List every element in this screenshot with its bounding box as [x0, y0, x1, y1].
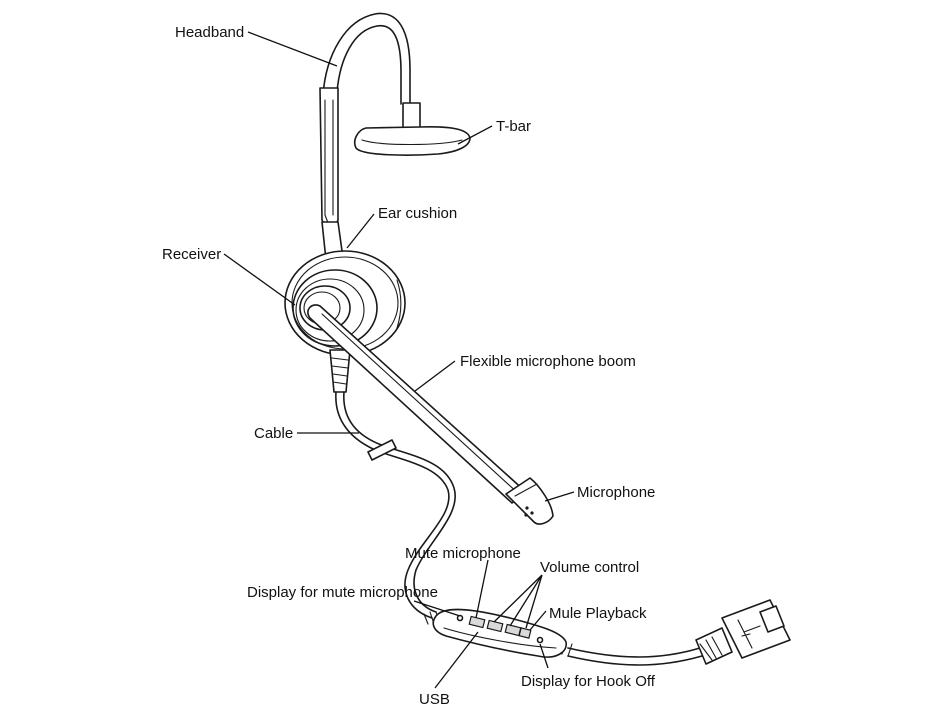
leader-mute-microphone: [475, 559, 489, 619]
label-display-hook-off: Display for Hook Off: [521, 673, 656, 690]
label-volume-control: Volume control: [540, 559, 639, 576]
leader-usb: [434, 631, 479, 689]
label-cable: Cable: [254, 425, 293, 442]
leader-mule-playback: [529, 610, 547, 631]
label-microphone: Microphone: [577, 484, 655, 501]
t-bar-illustration: [353, 102, 471, 156]
label-headband: Headband: [175, 24, 244, 41]
boom-illustration: [307, 304, 554, 525]
headband-illustration: [319, 12, 411, 261]
leader-microphone: [544, 491, 575, 502]
label-receiver: Receiver: [162, 246, 221, 263]
label-ear-cushion: Ear cushion: [378, 205, 457, 222]
cable-illustration: [335, 391, 703, 666]
leader-receiver: [223, 253, 296, 306]
leader-t-bar: [457, 125, 493, 145]
usb-plug-illustration: [695, 599, 791, 665]
leader-ear-cushion: [346, 213, 375, 249]
label-mute-microphone: Mute microphone: [405, 545, 521, 562]
label-boom: Flexible microphone boom: [460, 353, 636, 370]
label-usb: USB: [419, 691, 450, 708]
leader-volume-control: [493, 574, 543, 629]
leader-display-mute: [413, 600, 461, 617]
leader-display-hook-off: [539, 643, 549, 669]
leader-headband: [247, 31, 338, 67]
label-mule-playback: Mule Playback: [549, 605, 647, 622]
label-display-mute: Display for mute microphone: [247, 584, 438, 601]
label-t-bar: T-bar: [496, 118, 531, 135]
labels: Headband T-bar Ear cushion Receiver Flex…: [162, 24, 656, 708]
leader-lines: [223, 31, 575, 689]
leader-boom: [414, 360, 456, 392]
inline-controller: [432, 608, 567, 658]
